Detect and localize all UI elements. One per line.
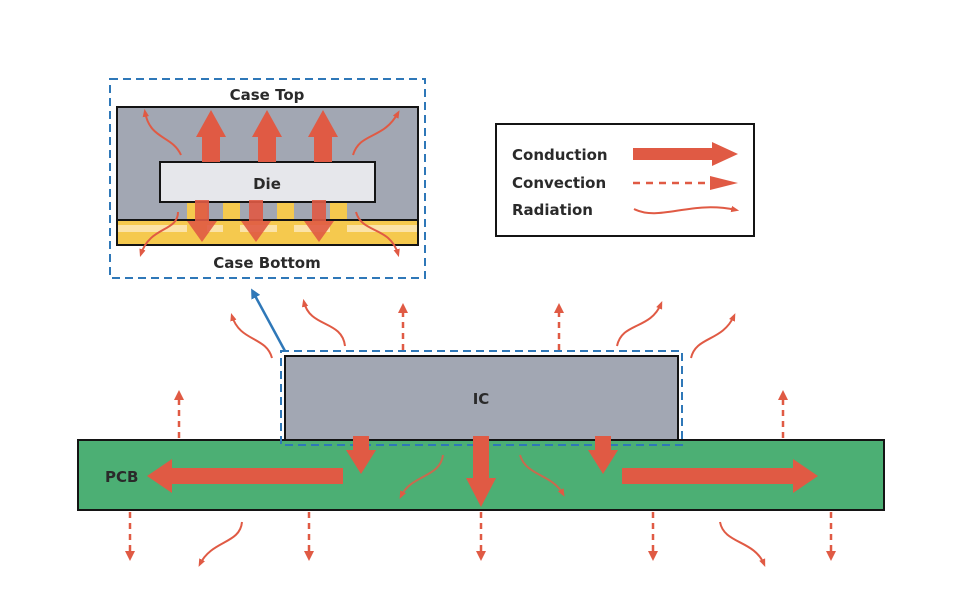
conduction-down-arrow: [346, 436, 376, 474]
conduction-down-arrow: [304, 200, 334, 242]
radiation-arrow: [139, 211, 179, 258]
solder-base: [215, 236, 322, 246]
solder-bump: [223, 200, 240, 246]
radiation-arrow: [352, 110, 400, 156]
conduction-up-arrow: [308, 110, 338, 162]
conduction-down-arrow: [588, 436, 618, 474]
legend-convection-label: Convection: [512, 174, 606, 192]
conduction-up-arrow: [252, 110, 282, 162]
legend-radiation-arrow: [633, 205, 740, 215]
legend-convection-head: [710, 176, 738, 190]
pcb-label: PCB: [105, 468, 138, 486]
conduction-down-arrow: [187, 200, 217, 242]
solder-bump: [330, 200, 347, 234]
radiation-arrow: [719, 521, 766, 567]
radiation-arrow: [519, 454, 565, 497]
radiation-arrow: [142, 108, 182, 156]
radiation-arrow: [399, 454, 444, 499]
ic-label: IC: [473, 390, 490, 408]
radiation-arrow: [355, 211, 400, 258]
radiation-arrow: [301, 298, 346, 347]
case-top-label: Case Top: [230, 86, 305, 104]
legend-conduction-label: Conduction: [512, 146, 608, 164]
conduction-right-arrow: [622, 459, 818, 493]
legend-radiation-label: Radiation: [512, 201, 593, 219]
conduction-down-arrow: [241, 200, 271, 242]
radiation-arrow: [690, 313, 736, 359]
conduction-up-arrow: [196, 110, 226, 162]
case-outline: [116, 106, 419, 246]
legend-conduction-arrow: [633, 142, 738, 166]
package-inset: Case Top Die Case Bottom: [109, 78, 426, 279]
ic-package: [284, 355, 679, 441]
die-label: Die: [253, 175, 281, 193]
die: [159, 161, 376, 203]
substrate-layer-light: [117, 225, 418, 232]
legend: Conduction Convection Radiation: [495, 123, 755, 237]
main-assembly: PCB IC: [77, 288, 885, 567]
radiation-arrow: [616, 301, 663, 347]
case-bottom-label: Case Bottom: [213, 254, 320, 272]
radiation-arrow: [230, 312, 273, 359]
conduction-left-arrow: [147, 459, 343, 493]
radiation-arrow: [198, 521, 243, 567]
inset-callout-border: [109, 78, 426, 279]
callout-arrow: [251, 288, 287, 352]
conduction-down-arrow: [466, 436, 496, 507]
solder-bump: [277, 200, 294, 246]
